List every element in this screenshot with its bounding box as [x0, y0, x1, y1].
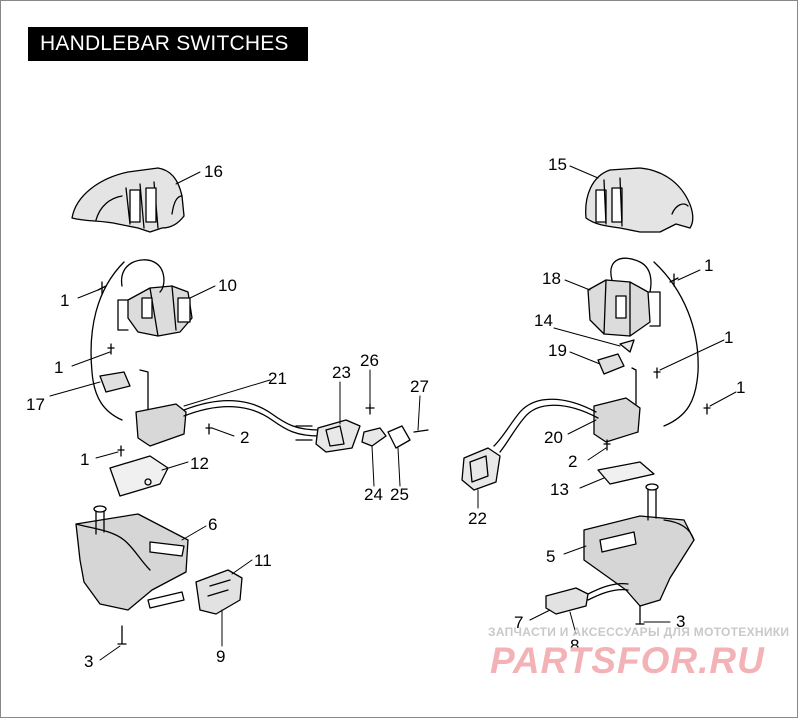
callout-5: 5 [546, 547, 555, 566]
part-21-harness-left [135, 400, 321, 447]
callout-1: 1 [80, 450, 89, 469]
callout-21: 21 [268, 369, 287, 388]
callout-11: 11 [254, 551, 272, 570]
callout-27: 27 [410, 377, 429, 396]
part-19-switch-right [597, 353, 625, 375]
part-6-lower-housing-left [75, 505, 189, 611]
callout-20: 20 [544, 428, 563, 447]
callout-16: 16 [204, 162, 223, 181]
screw-right-upper [669, 273, 679, 287]
part-27-terminal-pin [413, 429, 429, 433]
callout-labels: 16 10 1 1 17 21 23 26 27 2 1 12 24 25 6 … [26, 155, 745, 671]
callout-3: 3 [676, 612, 685, 631]
part-18-switch-right-upper [587, 257, 661, 337]
watermark-logo: PARTSFOR.RU [490, 640, 765, 681]
callout-1: 1 [60, 291, 69, 310]
screw-left-lower [117, 445, 125, 457]
callout-19: 19 [548, 341, 567, 360]
part-11-switch-left-lower [195, 569, 243, 615]
callout-18: 18 [542, 269, 561, 288]
part-23-connector [315, 419, 361, 453]
wire-loop-right [631, 261, 699, 427]
page-title: HANDLEBAR SWITCHES [40, 32, 289, 55]
callout-17: 17 [26, 395, 45, 414]
callout-12: 12 [190, 454, 209, 473]
screw-right-2 [603, 439, 611, 451]
callout-9: 9 [216, 647, 225, 666]
part-26-terminal-pin [365, 403, 375, 415]
callout-10: 10 [218, 276, 237, 295]
part-7-connector-right [545, 582, 629, 615]
screw-left-3 [117, 625, 127, 645]
part-20-switch-right-mid [593, 397, 641, 443]
leader-lines [49, 165, 737, 661]
callout-3: 3 [84, 652, 93, 671]
callout-22: 22 [468, 509, 487, 528]
watermark-tagline: ЗАПЧАСТИ И АКСЕССУАРЫ ДЛЯ МОТОТЕХНИКИ [488, 625, 790, 639]
part-10-switch-left-upper [117, 259, 193, 337]
callout-7: 7 [514, 613, 523, 632]
part-15-upper-housing-right [585, 167, 694, 233]
screw-left-upper [97, 281, 107, 295]
screw-right-3 [635, 605, 645, 625]
callout-13: 13 [550, 480, 569, 499]
callout-1: 1 [704, 256, 713, 275]
callout-26: 26 [360, 351, 379, 370]
part-12-bracket-left [109, 455, 169, 497]
callout-14: 14 [534, 311, 553, 330]
screw-left-2 [205, 423, 213, 435]
callout-23: 23 [332, 363, 351, 382]
callout-2: 2 [240, 428, 249, 447]
callout-2: 2 [568, 452, 577, 471]
part-24-latch [361, 427, 387, 447]
callout-1: 1 [724, 328, 733, 347]
callout-1: 1 [54, 358, 63, 377]
screw-left-mid [107, 343, 115, 355]
part-25-seal [387, 425, 411, 449]
callout-6: 6 [208, 515, 217, 534]
part-14-clip [619, 339, 635, 353]
part-22-harness-right [461, 398, 599, 491]
part-16-upper-housing-left [71, 167, 185, 233]
callout-8: 8 [570, 636, 579, 655]
callout-1: 1 [736, 378, 745, 397]
screw-right-far [703, 403, 711, 415]
part-5-lower-housing-right [583, 483, 695, 607]
part-13-bracket-right [597, 461, 655, 485]
callout-15: 15 [548, 155, 567, 174]
part-17-switch-left-mid [90, 261, 149, 421]
callout-25: 25 [390, 485, 409, 504]
callout-24: 24 [364, 485, 383, 504]
title-bar: HANDLEBAR SWITCHES [28, 27, 308, 61]
screw-right-mid [653, 367, 661, 379]
